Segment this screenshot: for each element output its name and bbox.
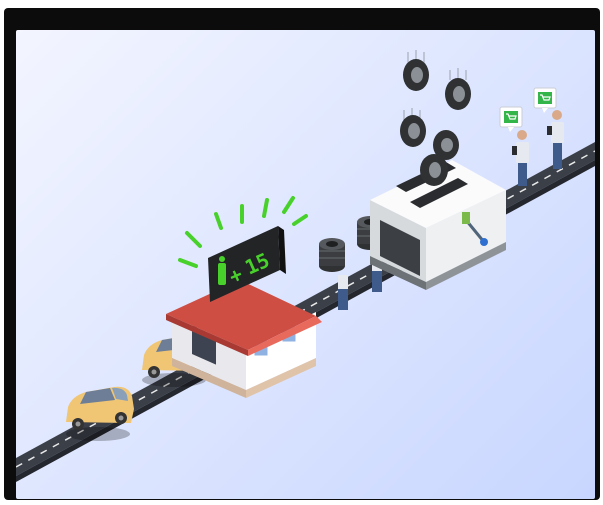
shopping-cart-icon bbox=[534, 88, 556, 113]
tire-icon bbox=[420, 154, 448, 186]
car-icon bbox=[66, 387, 134, 441]
counter-display: + 15 bbox=[180, 198, 306, 302]
shopping-cart-icon bbox=[500, 107, 522, 132]
tire-icon bbox=[319, 238, 345, 272]
tire-icon bbox=[400, 108, 426, 147]
tire-factory-illustration: + 15 bbox=[16, 30, 595, 499]
tire-icon bbox=[403, 50, 429, 91]
illustration-canvas: + 15 bbox=[16, 30, 595, 499]
tire-icon bbox=[445, 68, 471, 110]
customer-with-cart bbox=[500, 107, 529, 186]
window-frame: + 15 bbox=[4, 8, 600, 500]
customer-with-cart bbox=[534, 88, 564, 169]
